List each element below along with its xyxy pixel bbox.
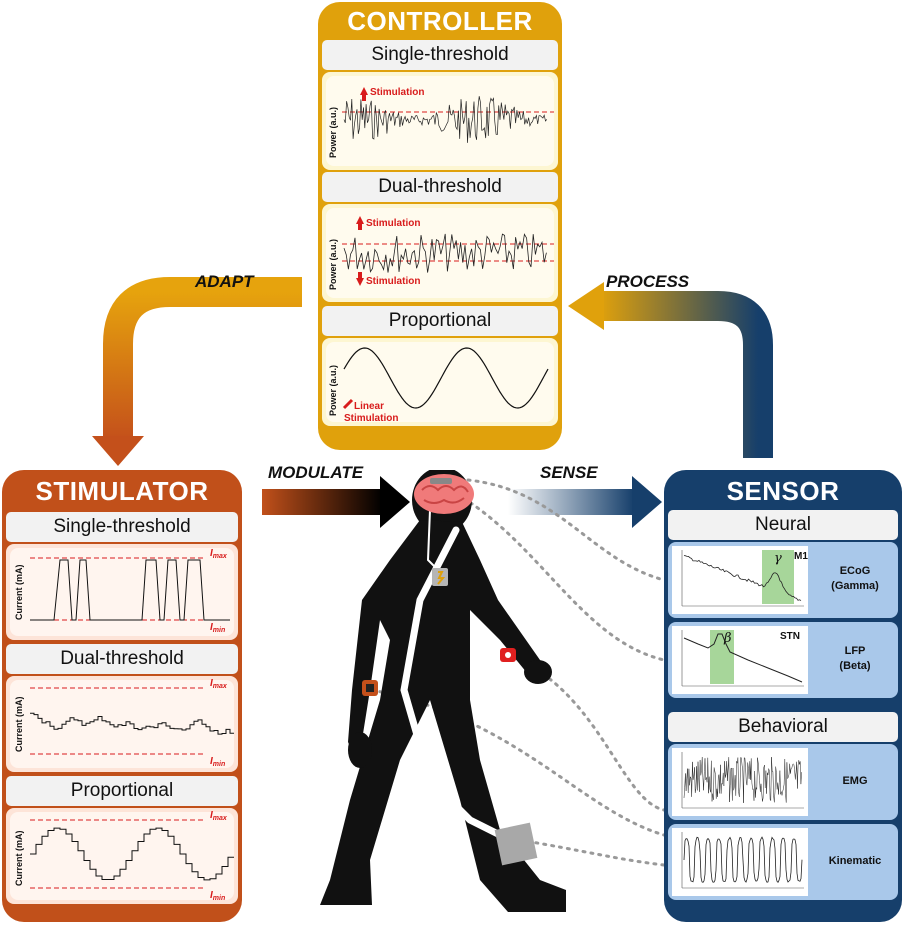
svg-text:Stimulation: Stimulation <box>366 218 420 229</box>
svg-text:Imax: Imax <box>210 810 228 822</box>
stimulator-dual-plot: Current (mA) Imax Imin <box>6 676 238 772</box>
ylabel: Power (a.u.) <box>328 107 338 158</box>
svg-text:Stimulation: Stimulation <box>344 413 398 424</box>
adapt-arrow <box>103 277 302 440</box>
single-stim-label: Stimulation <box>370 87 424 98</box>
stimulator-prop-plot: Current (mA) Imax Imin <box>6 808 238 904</box>
svg-text:STN: STN <box>780 631 800 642</box>
stimulator-dual-label: Dual-threshold <box>6 644 238 674</box>
sensor-neural-label: Neural <box>668 510 898 540</box>
stimulator-title: STIMULATOR <box>35 476 209 506</box>
svg-text:Imax: Imax <box>210 678 228 690</box>
lfp-label: LFP <box>844 645 866 657</box>
svg-text:M1: M1 <box>794 551 808 562</box>
controller-panel: CONTROLLER Single-threshold Power (a.u.)… <box>318 2 562 450</box>
lfp-row: β STN LFP(Beta) <box>668 622 898 698</box>
modulate-arrow <box>262 489 382 515</box>
sensor-panel: SENSOR Neural γ M1 ECoG(Gamma) β STN LFP… <box>664 470 902 922</box>
controller-prop-label: Proportional <box>322 306 558 336</box>
emg-label: EMG <box>842 775 868 787</box>
controller-dual-plot: Power (a.u.) Stimulation Stimulation <box>322 204 558 302</box>
svg-text:Stimulation: Stimulation <box>366 276 420 287</box>
process-label: PROCESS <box>606 272 690 291</box>
kinematic-row: Kinematic <box>668 824 898 900</box>
svg-text:Current (mA): Current (mA) <box>14 830 24 886</box>
stimulator-prop-label: Proportional <box>6 776 238 806</box>
walking-person-icon <box>320 470 566 912</box>
ecog-label: ECoG <box>839 565 871 577</box>
brain-icon <box>414 474 474 514</box>
sensor-title: SENSOR <box>726 476 840 506</box>
stimulator-panel: STIMULATOR Single-threshold Current (mA)… <box>2 470 242 922</box>
svg-text:β: β <box>723 631 732 646</box>
svg-text:γ: γ <box>774 551 782 566</box>
process-arrow <box>600 291 773 458</box>
emg-row: EMG <box>668 744 898 820</box>
svg-text:Current (mA): Current (mA) <box>14 696 24 752</box>
svg-text:Power (a.u.): Power (a.u.) <box>328 239 338 290</box>
sense-arrow <box>508 489 634 515</box>
sense-label: SENSE <box>540 463 598 482</box>
ecog-row: γ M1 ECoG(Gamma) <box>668 542 898 618</box>
stimulator-single-plot: Current (mA) Imax Imin <box>6 544 238 640</box>
controller-prop-plot: Power (a.u.) Linear Stimulation <box>322 338 558 426</box>
controller-single-label: Single-threshold <box>322 40 558 70</box>
sensor-behavioral-label: Behavioral <box>668 712 898 742</box>
svg-text:Imax: Imax <box>210 548 228 560</box>
svg-text:Imin: Imin <box>210 622 225 634</box>
svg-text:Imin: Imin <box>210 890 225 902</box>
modulate-label: MODULATE <box>268 463 364 482</box>
adapt-label: ADAPT <box>195 272 254 291</box>
controller-title: CONTROLLER <box>347 6 533 36</box>
svg-text:Current (mA): Current (mA) <box>14 564 24 620</box>
stimulator-single-label: Single-threshold <box>6 512 238 542</box>
svg-text:Imin: Imin <box>210 756 225 768</box>
controller-dual-label: Dual-threshold <box>322 172 558 202</box>
kinematic-label: Kinematic <box>828 855 882 867</box>
svg-text:Linear: Linear <box>354 401 384 412</box>
controller-single-plot: Power (a.u.) Stimulation <box>322 72 558 170</box>
svg-text:Power (a.u.): Power (a.u.) <box>328 365 338 416</box>
